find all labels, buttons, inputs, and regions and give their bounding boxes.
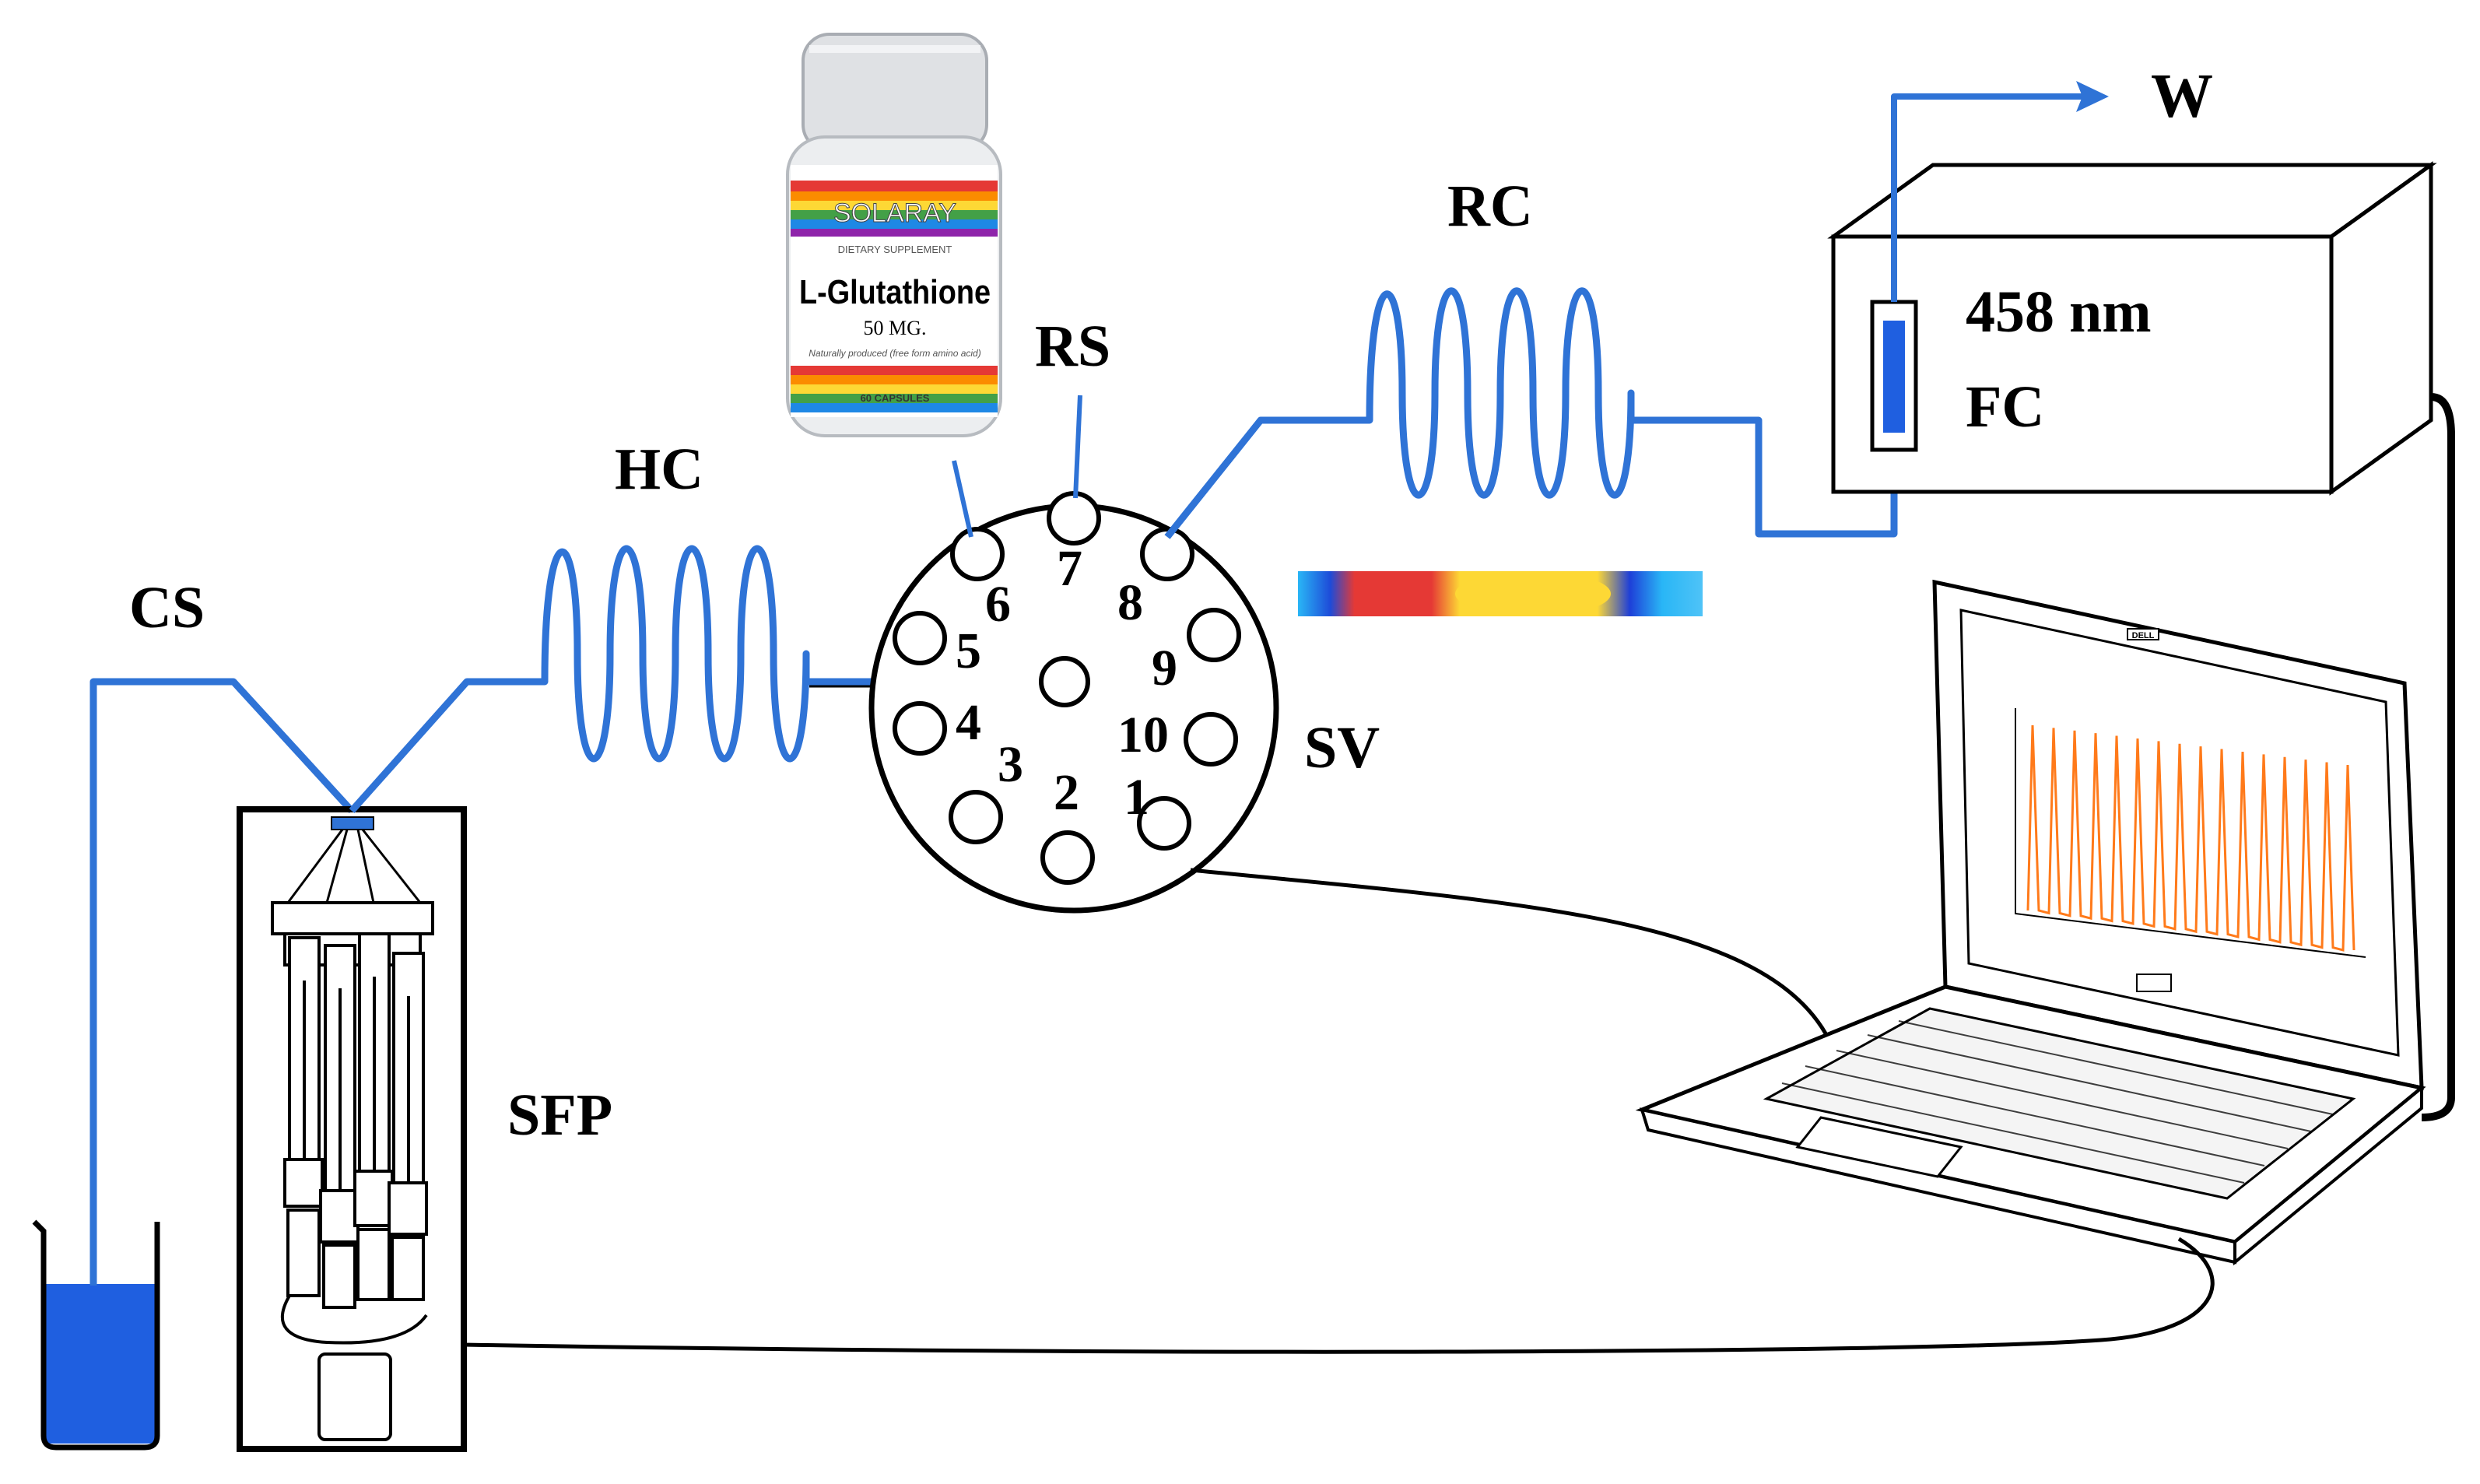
label-sv: SV [1304,715,1380,781]
valve-port-2 [1040,830,1095,885]
valve-laptop-cable [1190,868,1828,1035]
valve-port-3 [949,790,1003,844]
pump-motor [317,1352,392,1441]
glutathione-bottle: SOLARAY DIETARY SUPPLEMENT L-Glutathione… [786,33,1002,437]
bottle-dose: 50 MG. [864,317,927,339]
valve-center-port [1039,656,1090,707]
sample-zone-strip [1298,571,1703,616]
valve-port-6 [950,527,1005,581]
reagent-line [1073,395,1082,499]
bottle-product: L-Glutathione [799,273,991,311]
pump-manifold [271,901,434,935]
fia-signal-trace [2026,724,2355,952]
detector-laptop-cable [2421,393,2455,1121]
valve-port-9 [1187,608,1241,662]
valve-port-10 [1184,712,1238,767]
port-label-8: 8 [1117,574,1143,631]
beaker-glass [32,1219,160,1451]
pump-connector [331,816,374,830]
label-w: W [2151,62,2213,131]
beaker-liquid [44,1284,157,1444]
selection-valve: 1 2 3 4 5 6 7 8 9 10 [868,491,1279,914]
valve-port-5 [893,611,947,665]
valve-port-4 [893,701,947,756]
carrier-tubing [89,678,355,1286]
port-label-6: 6 [985,576,1011,633]
label-sfp: SFP [507,1082,612,1148]
bottle-subtitle: DIETARY SUPPLEMENT [838,244,952,255]
syringe-barrels [283,932,428,1309]
valve-port-7 [1047,491,1101,546]
port-label-10: 10 [1117,707,1169,763]
label-rc: RC [1447,174,1533,239]
laptop-touchpad [1795,1116,1963,1178]
flow-cell-window [1883,321,1905,433]
laptop-brand: DELL [2132,631,2155,640]
valve-port-1 [1137,796,1191,851]
laptop-screen-plot [2015,708,2366,958]
bottle-note: Naturally produced (free form amino acid… [809,348,980,359]
port-label-1: 1 [1124,769,1149,826]
label-fc: FC [1966,374,2044,440]
valve-port-8 [1140,527,1194,581]
spectrophotometer [1827,161,2437,496]
waste-arrow [2076,81,2109,112]
laptop: DELL [1635,579,2426,1266]
pump-laptop-cable [463,1237,2215,1354]
reaction-coil [1164,287,1898,539]
port-label-5: 5 [956,623,981,679]
label-wavelength: 458 nm [1966,279,2152,345]
bottle-count: 60 CAPSULES [861,392,930,404]
label-cs: CS [129,575,205,640]
waste-tubing [1891,93,2085,302]
carrier-beaker [32,1219,160,1451]
port-label-2: 2 [1054,764,1079,821]
holding-coil [537,545,814,763]
port-label-4: 4 [956,694,981,751]
bottle-brand: SOLARAY [833,198,956,228]
port-label-3: 3 [998,736,1023,793]
holding-coil-tubing [349,678,537,813]
syringe-pump [237,806,467,1452]
label-rs: RS [1035,314,1110,379]
port-label-7: 7 [1057,540,1082,597]
port-label-9: 9 [1152,640,1177,696]
sample-line [952,460,973,538]
label-hc: HC [615,437,703,502]
